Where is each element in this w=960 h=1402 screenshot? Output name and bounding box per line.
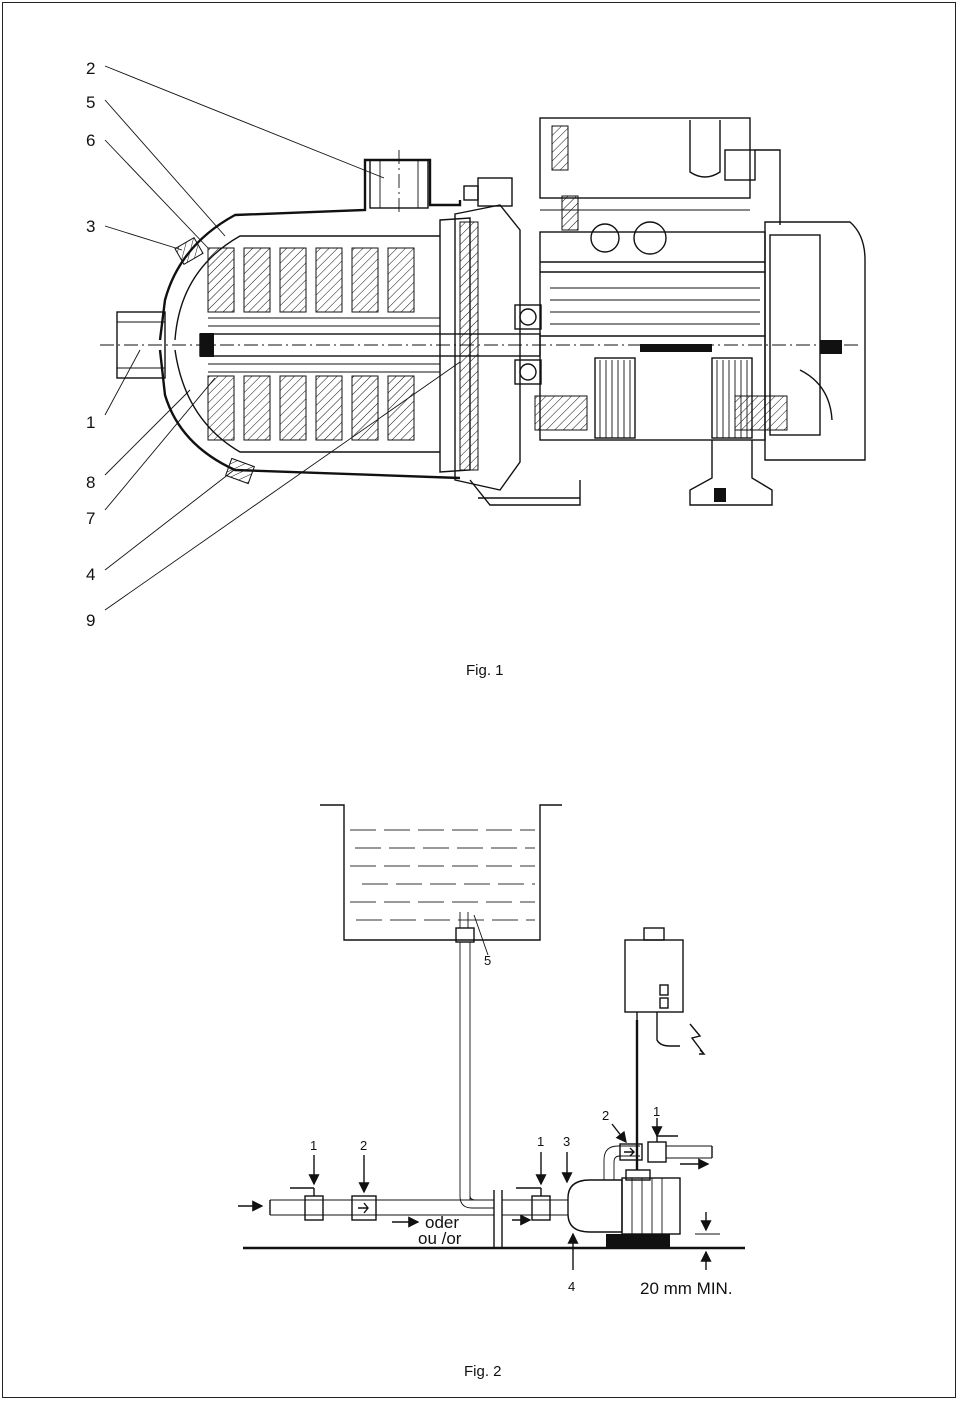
fig2-label-pump-3: 3 xyxy=(563,1134,570,1149)
fig1-callout-1: 1 xyxy=(86,413,95,432)
fig1-caption: Fig. 1 xyxy=(466,662,504,679)
fig2-label-outlet-valve-2: 2 xyxy=(602,1108,609,1123)
fig1-callout-4: 4 xyxy=(86,565,95,584)
fig1-callout-3: 3 xyxy=(86,217,95,236)
fig2-label-left-valve-2: 2 xyxy=(360,1138,367,1153)
fig2-label-base-4: 4 xyxy=(568,1279,575,1294)
fig2-label-left-valve-1: 1 xyxy=(310,1138,317,1153)
fig1-callout-9: 9 xyxy=(86,611,95,630)
fig1-callout-8: 8 xyxy=(86,473,95,492)
fig1-callout-7: 7 xyxy=(86,509,95,528)
fig2-label-tank-5: 5 xyxy=(484,953,491,968)
fig2-installation xyxy=(238,804,745,1270)
fig1-callout-2: 2 xyxy=(86,59,95,78)
fig2-caption: Fig. 2 xyxy=(464,1363,502,1380)
fig2-label-outlet-valve-1: 1 xyxy=(653,1104,660,1119)
fig1-callout-5: 5 xyxy=(86,93,95,112)
fig2-alt-text-ou-or: ou /or xyxy=(418,1229,462,1248)
fig1-pump-section xyxy=(100,65,866,611)
fig2-alt-text-oder: oder xyxy=(425,1213,459,1232)
fig1-callout-6: 6 xyxy=(86,131,95,150)
fig2-clearance-note: 20 mm MIN. xyxy=(640,1279,733,1298)
fig2-label-pump-valve-1: 1 xyxy=(537,1134,544,1149)
